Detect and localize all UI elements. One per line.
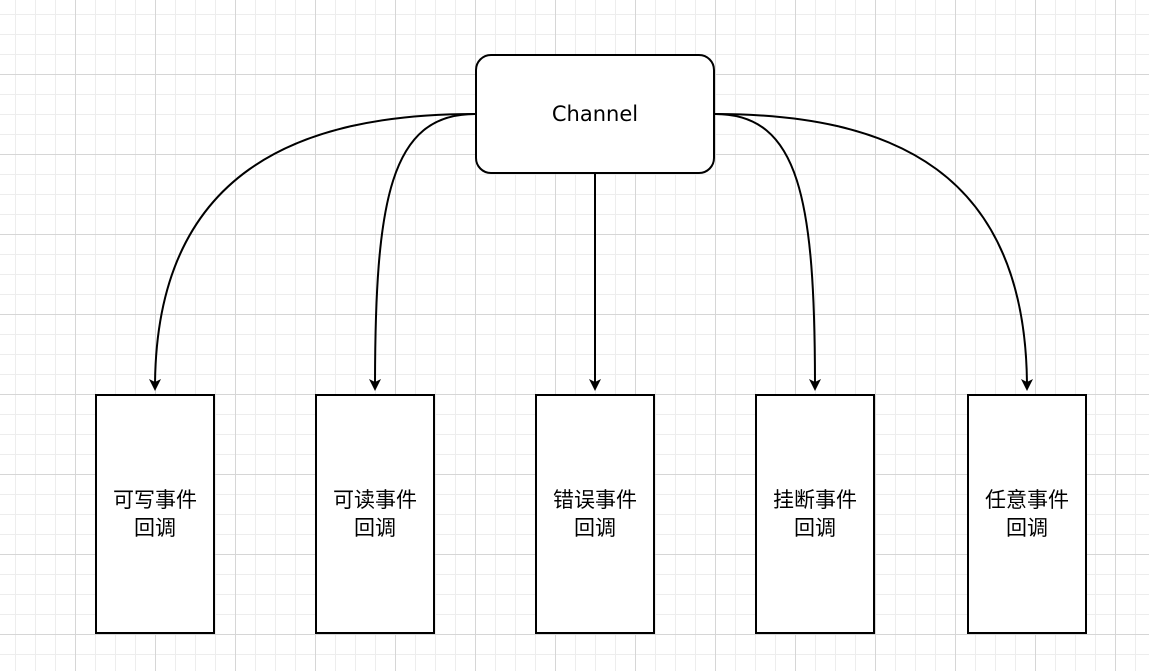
any-event-callback-line1: 任意事件 — [985, 488, 1069, 512]
writable-event-callback-node[interactable]: 可写事件 回调 — [95, 394, 215, 634]
any-event-callback-line2: 回调 — [1006, 516, 1048, 540]
channel-node-label: Channel — [551, 102, 639, 126]
readable-event-callback-line2: 回调 — [354, 516, 396, 540]
edge-channel-to-writable-callback — [149, 113, 476, 391]
hangup-event-callback-line1: 挂断事件 — [773, 488, 857, 512]
error-event-callback-node[interactable]: 错误事件 回调 — [535, 394, 655, 634]
hangup-event-callback-node[interactable]: 挂断事件 回调 — [755, 394, 875, 634]
edge-channel-to-readable-callback — [369, 113, 476, 391]
edge-channel-to-any-callback — [714, 113, 1033, 391]
any-event-callback-node[interactable]: 任意事件 回调 — [967, 394, 1087, 634]
readable-event-callback-line1: 可读事件 — [333, 488, 417, 512]
error-event-callback-line2: 回调 — [574, 516, 616, 540]
readable-event-callback-node[interactable]: 可读事件 回调 — [315, 394, 435, 634]
writable-event-callback-line2: 回调 — [134, 516, 176, 540]
edge-channel-to-hangup-callback — [714, 113, 821, 391]
hangup-event-callback-line2: 回调 — [794, 516, 836, 540]
writable-event-callback-line1: 可写事件 — [113, 488, 197, 512]
error-event-callback-line1: 错误事件 — [553, 488, 637, 512]
channel-node[interactable]: Channel — [475, 54, 715, 174]
